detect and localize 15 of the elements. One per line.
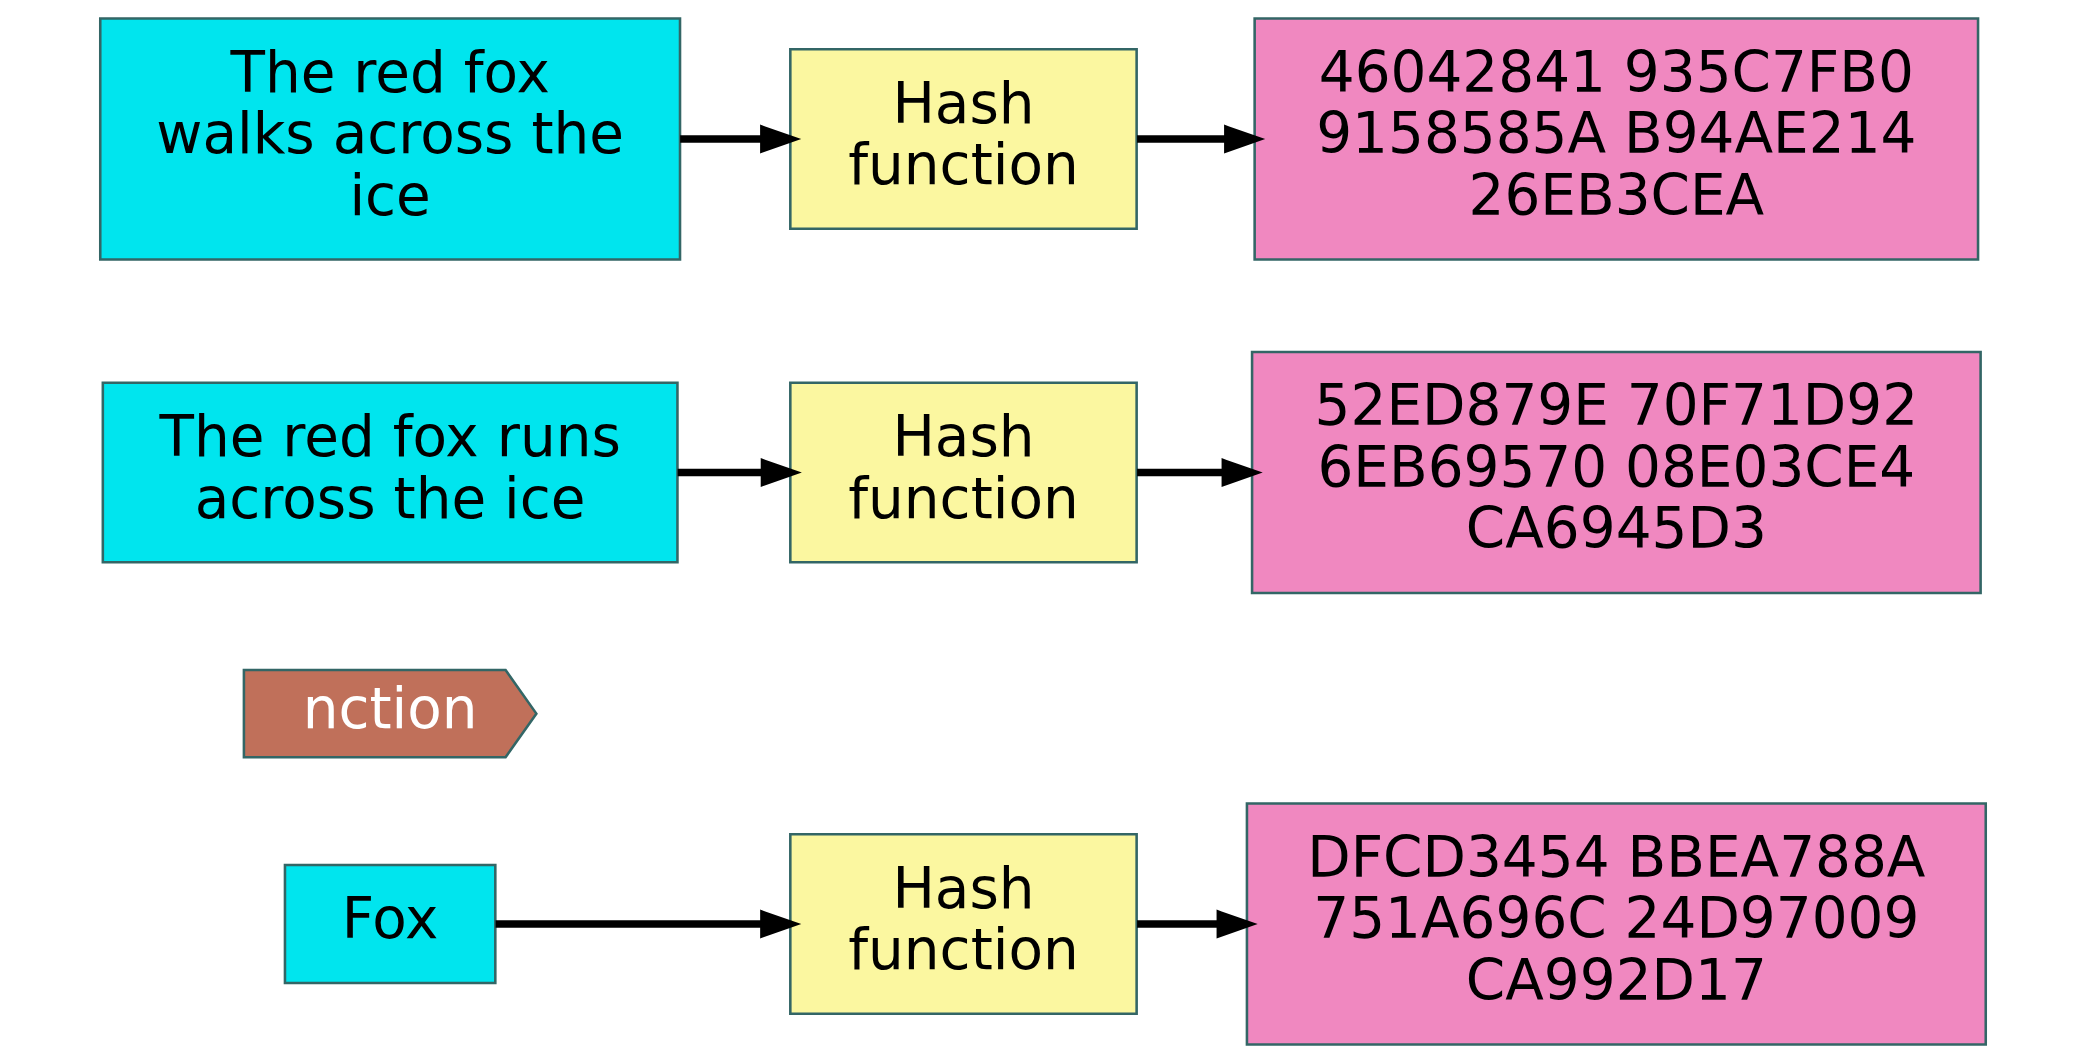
node-box: Fox <box>283 863 497 985</box>
node-box: DFCD3454 BBEA788A 751A696C 24D97009 CA992D17 <box>1245 802 1987 1046</box>
arrow <box>679 124 801 154</box>
node-box: Hash function <box>788 47 1138 231</box>
node-box: 46042841 935C7FB0 9158585A B94AE214 26EB3CEA <box>1252 17 1979 261</box>
arrow <box>1136 909 1258 939</box>
arrow <box>1136 458 1263 487</box>
node-box: Hash function <box>788 381 1138 564</box>
node-box: The red fox runs across the ice <box>101 381 679 564</box>
node-box: Hash function <box>788 832 1138 1016</box>
arrow <box>677 458 802 487</box>
arrow <box>1136 124 1265 154</box>
arrow <box>495 909 801 939</box>
node-box: 52ED879E 70F71D92 6EB69570 08E03CE4 CA6945D3 <box>1250 350 1982 595</box>
node-box: The red fox walks across the ice <box>98 17 681 261</box>
